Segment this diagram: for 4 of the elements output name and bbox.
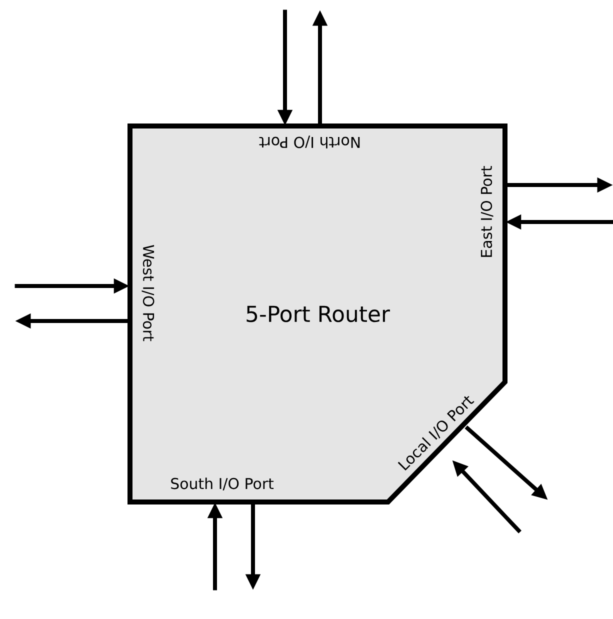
port-label: North I/O Port	[259, 136, 360, 148]
port-label: East I/O Port	[480, 166, 494, 257]
port-label: West I/O Port	[142, 244, 154, 342]
port-label: South I/O Port	[171, 478, 274, 490]
